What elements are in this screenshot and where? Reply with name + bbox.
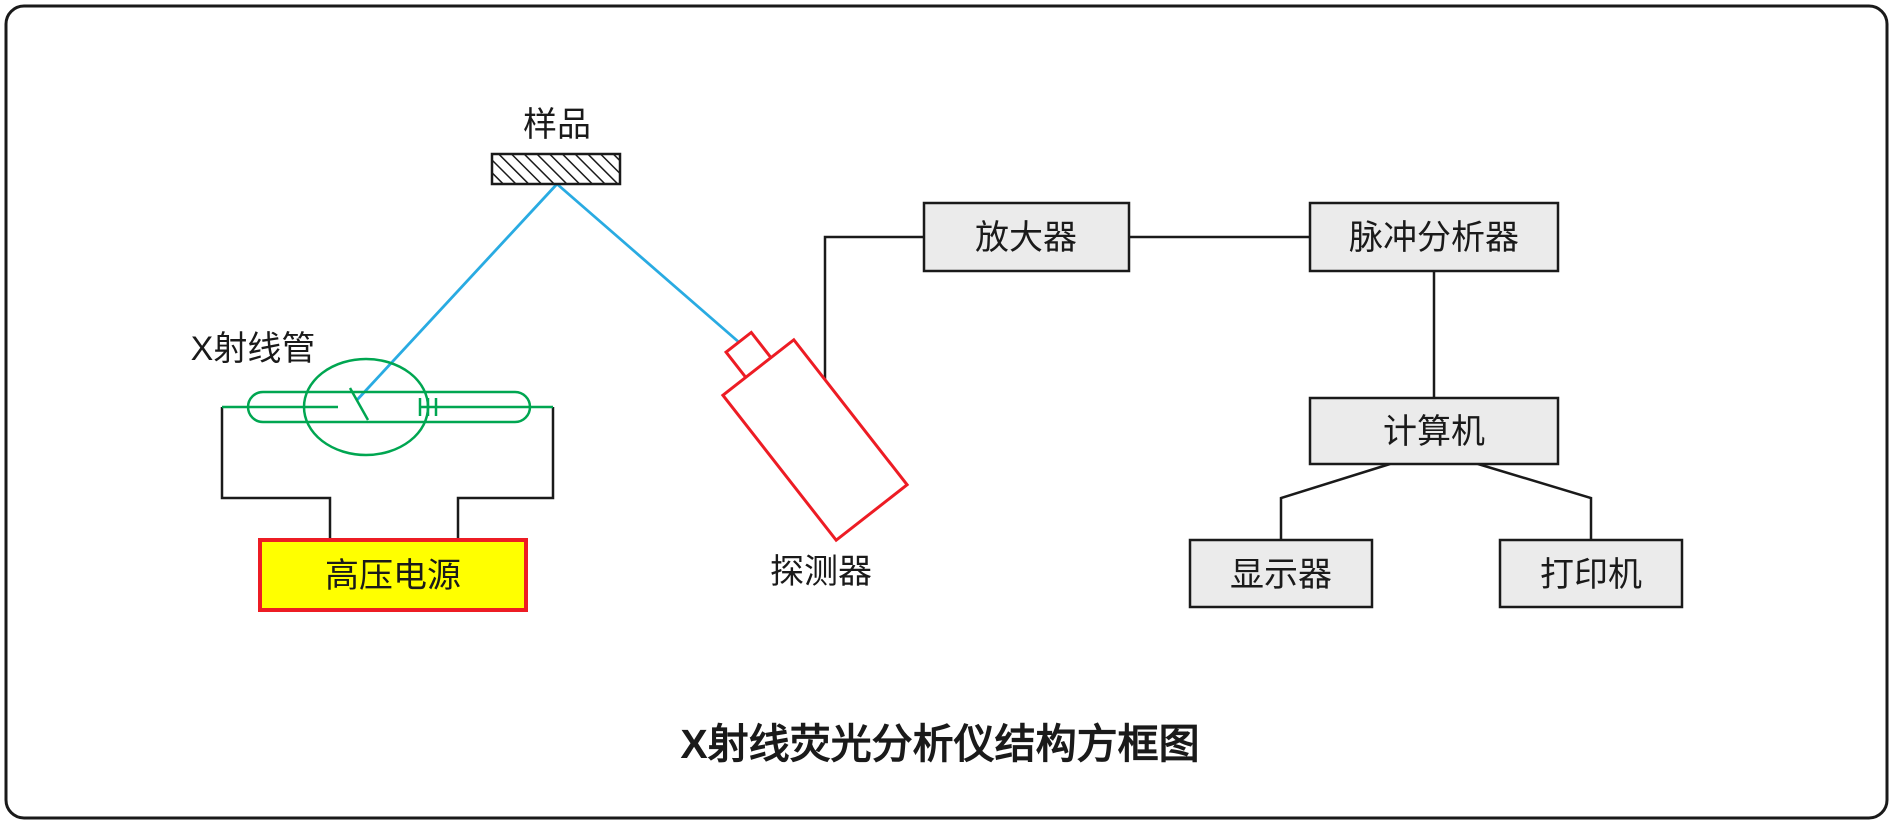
wire-computer-to-display	[1279, 462, 1391, 540]
display-box	[1188, 538, 1374, 609]
wire-computer-to-printer	[1477, 462, 1593, 540]
diagram-border	[4, 4, 1889, 820]
sample-hatch	[490, 152, 622, 186]
computer-label: 计算机	[1383, 413, 1485, 451]
xray-tube-label: X射线管	[191, 330, 316, 368]
hv-supply-label: 高压电源	[325, 557, 461, 595]
detector-body	[720, 337, 910, 543]
wire-detector-to-amplifier	[823, 235, 924, 400]
pulse-analyzer-box	[1308, 201, 1560, 273]
xray-tube-target	[348, 387, 370, 421]
detector	[720, 330, 910, 543]
hv-supply-box	[258, 538, 528, 612]
printer-label: 打印机	[1540, 556, 1642, 594]
detector-label: 探测器	[770, 553, 872, 591]
sample-label: 样品	[523, 106, 591, 144]
diagram-title: X射线荧光分析仪结构方框图	[680, 721, 1199, 767]
wire-tube-right-to-hv-supply	[456, 407, 555, 540]
pulse-analyzer-label: 脉冲分析器	[1349, 219, 1519, 257]
amplifier-label: 放大器	[975, 219, 1077, 257]
xray-tube	[222, 357, 553, 457]
printer-box	[1498, 538, 1684, 609]
amplifier-box	[922, 201, 1131, 273]
wire-tube-left-to-hv-supply	[220, 407, 332, 540]
computer-box	[1308, 396, 1560, 466]
fluorescence-beam-sample-to-detector	[556, 182, 742, 346]
display-label: 显示器	[1230, 556, 1332, 594]
